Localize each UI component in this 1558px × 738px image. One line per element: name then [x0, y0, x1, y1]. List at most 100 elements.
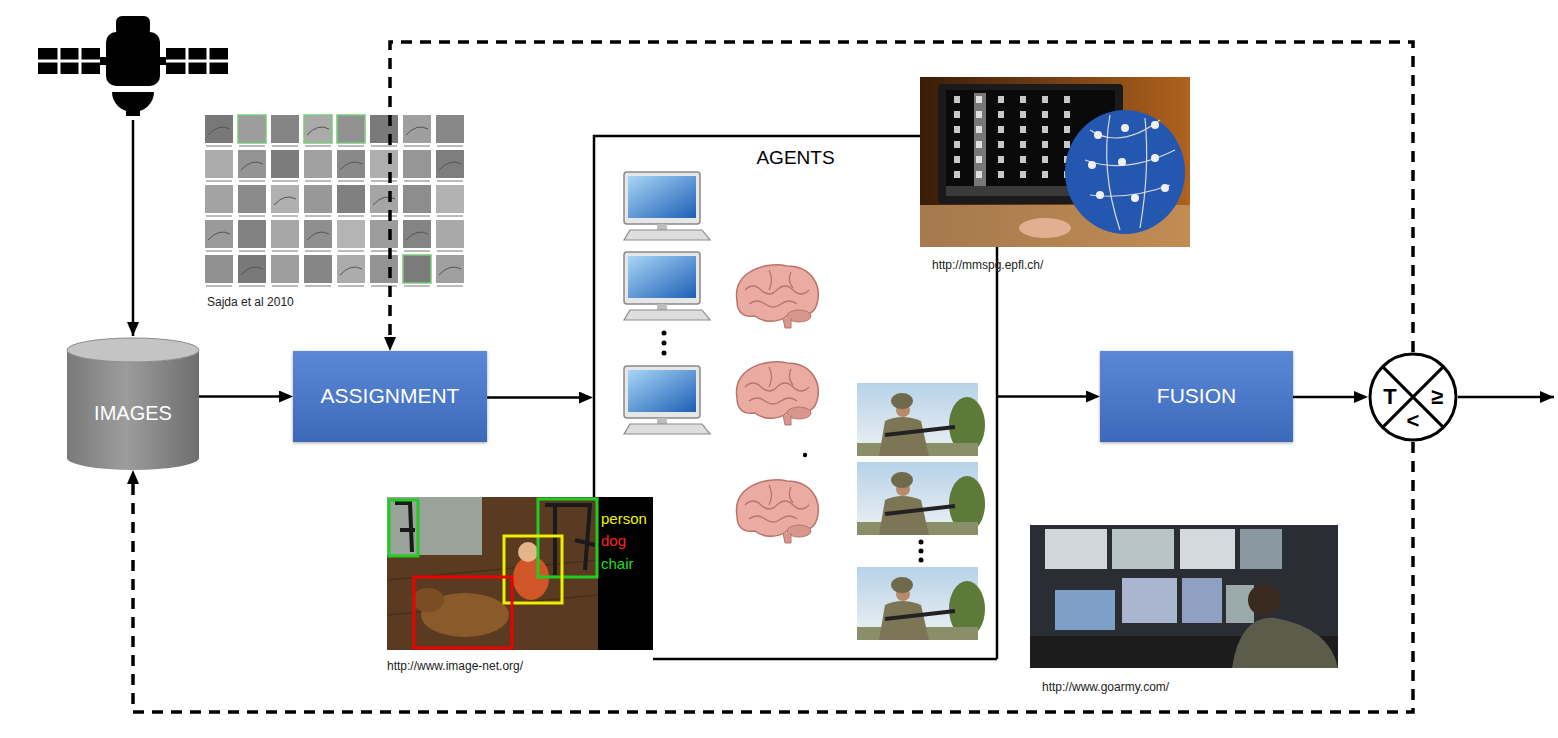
tile-texture	[241, 267, 263, 275]
flow-connector	[487, 396, 583, 399]
image-tile	[370, 220, 398, 248]
brain-icon	[737, 362, 819, 425]
imagenet-photo	[387, 497, 653, 650]
satellite-lens	[126, 110, 140, 116]
tile-texture	[439, 162, 461, 170]
wall-display	[1240, 529, 1282, 569]
image-tile	[370, 185, 398, 213]
desk-monitor	[1122, 578, 1177, 623]
feedback-connector	[133, 442, 1413, 712]
control-room-photo	[1030, 525, 1338, 668]
image-tile	[403, 255, 431, 283]
image-tile	[238, 255, 266, 283]
tile-texture	[274, 197, 296, 205]
group-border	[996, 247, 999, 659]
tile-caption	[272, 215, 298, 217]
ellipsis-dot	[662, 351, 667, 356]
class-label: dog	[601, 532, 626, 549]
node-label: ASSIGNMENT	[321, 384, 460, 408]
tile-caption	[272, 145, 298, 147]
image-tile	[238, 150, 266, 178]
brain-icon	[737, 480, 819, 543]
electrode	[1088, 161, 1096, 169]
image-tile	[205, 255, 233, 283]
tile-caption	[272, 285, 298, 287]
photo-chair	[545, 505, 595, 575]
tile-caption	[272, 180, 298, 182]
group-border	[653, 658, 997, 661]
tile-texture	[307, 232, 329, 240]
image-tile	[370, 115, 398, 143]
operator-body	[1232, 618, 1338, 668]
image-tile	[271, 220, 299, 248]
tile-caption	[437, 145, 463, 147]
child-head	[518, 542, 538, 562]
electrode	[1151, 154, 1159, 162]
image-tile	[436, 115, 464, 143]
tile-texture	[406, 232, 428, 240]
tile-caption	[206, 250, 232, 252]
image-tile	[436, 185, 464, 213]
tile-caption	[338, 180, 364, 182]
source-url: http://www.image-net.org/	[387, 660, 523, 674]
electrode	[1096, 191, 1104, 199]
tile-texture	[208, 232, 230, 240]
satellite-dish	[112, 92, 154, 112]
comparison-symbol: ≥	[1431, 384, 1443, 409]
cylinder-body	[67, 350, 199, 470]
tile-texture	[406, 127, 428, 135]
image-tile	[205, 115, 233, 143]
image-tile	[205, 150, 233, 178]
tile-caption	[371, 145, 397, 147]
ellipsis-dot	[919, 540, 924, 545]
tile-caption	[371, 180, 397, 182]
tile-caption	[305, 250, 331, 252]
solar-panel	[38, 48, 100, 74]
group-border	[593, 135, 920, 138]
ellipsis-dot	[919, 549, 924, 554]
source-url: http://mmspg.epfl.ch/	[932, 259, 1043, 273]
tile-caption	[305, 285, 331, 287]
circle-outline	[1370, 354, 1456, 440]
electrode	[1118, 158, 1126, 166]
tile-caption	[338, 250, 364, 252]
image-tile	[271, 185, 299, 213]
panel-cells	[38, 48, 100, 74]
image-tile	[337, 150, 365, 178]
class-label: person	[601, 510, 647, 527]
computer-icon	[624, 172, 710, 240]
desk-monitor	[1055, 590, 1115, 630]
tile-caption	[305, 180, 331, 182]
tile-caption	[338, 285, 364, 287]
solar-panel	[166, 48, 228, 74]
image-tile	[304, 220, 332, 248]
node-label: FUSION	[1157, 384, 1236, 408]
tile-caption	[404, 180, 430, 182]
image-tile	[271, 255, 299, 283]
soldier-photo	[857, 567, 985, 640]
image-tile	[304, 255, 332, 283]
tile-texture	[439, 267, 461, 275]
tile-texture	[340, 162, 362, 170]
image-tile	[403, 185, 431, 213]
tile-caption	[305, 145, 331, 147]
tile-caption	[239, 180, 265, 182]
tile-caption	[404, 285, 430, 287]
image-tile	[238, 185, 266, 213]
tile-caption	[437, 180, 463, 182]
operator-head	[1248, 584, 1280, 616]
threshold-circle-outline	[1368, 352, 1458, 442]
tile-caption	[437, 215, 463, 217]
image-grid	[205, 115, 464, 287]
image-tile	[403, 150, 431, 178]
image-tile	[337, 115, 365, 143]
agents-group-outline	[593, 135, 998, 660]
tile-texture	[307, 127, 329, 135]
panel-cells	[166, 48, 228, 74]
electrode	[1121, 124, 1129, 132]
node-label: IMAGES	[94, 402, 172, 425]
flow-connector	[998, 395, 1090, 398]
wall-display	[1112, 529, 1174, 569]
